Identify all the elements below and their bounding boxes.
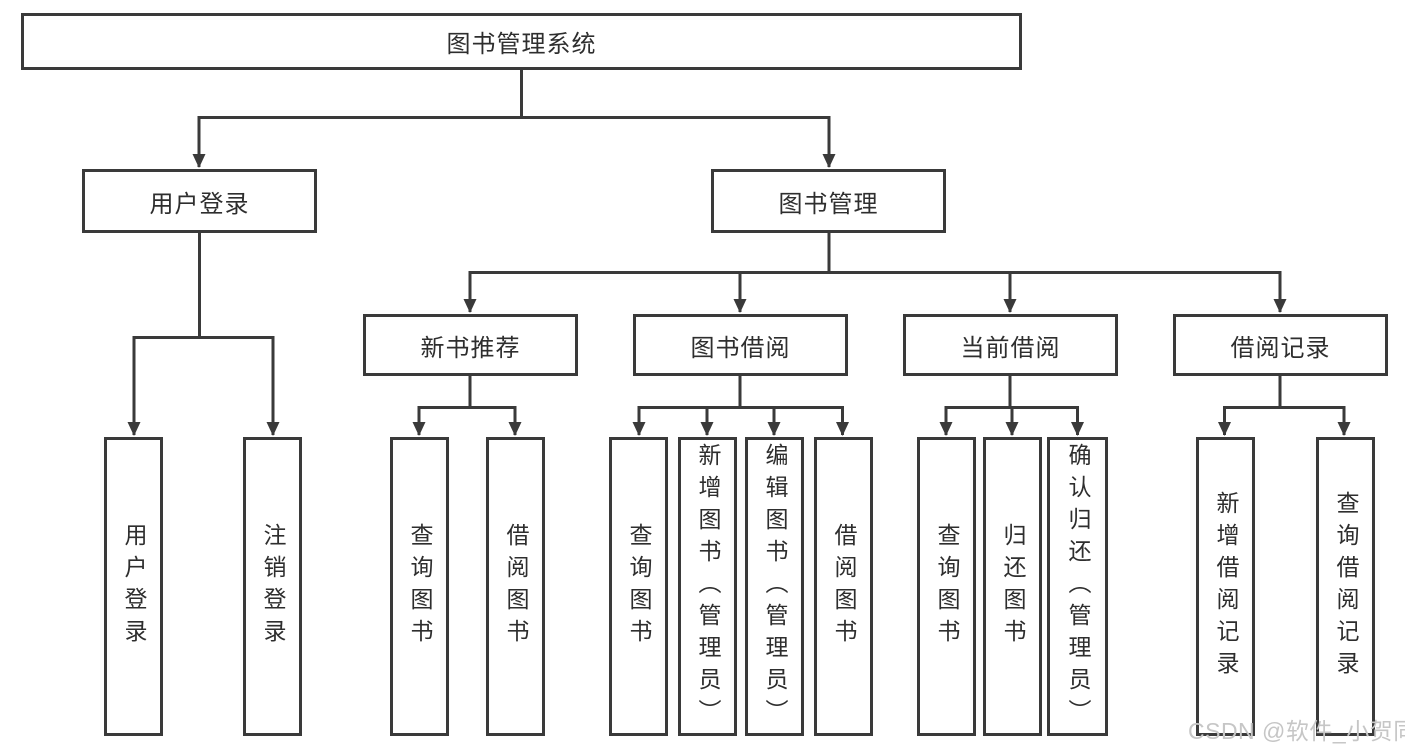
node-label: 用户登录: [149, 190, 250, 218]
node-label: 图书管理: [778, 190, 879, 218]
leaf-label: 新增借阅记录: [1213, 490, 1239, 683]
leaf-query-borrow-record: 查询借阅记录: [1316, 437, 1375, 736]
leaf-label: 注销登录: [260, 522, 286, 651]
node-root-system: 图书管理系统: [21, 13, 1022, 70]
leaf-query-books-recommend: 查询图书: [390, 437, 449, 736]
node-root-label: 图书管理系统: [446, 31, 597, 58]
leaf-edit-books-admin: 编辑图书（管理员）: [745, 437, 804, 736]
leaf-label: 确认归还（管理员）: [1065, 442, 1091, 731]
leaf-add-books-admin: 新增图书（管理员）: [678, 437, 737, 736]
node-book-management: 图书管理: [711, 169, 946, 233]
leaf-add-borrow-record: 新增借阅记录: [1196, 437, 1255, 736]
leaf-borrow-books-recommend: 借阅图书: [486, 437, 545, 736]
leaf-label: 借阅图书: [503, 522, 529, 651]
node-new-book-recommend: 新书推荐: [363, 314, 578, 376]
node-user-login: 用户登录: [82, 169, 317, 233]
leaf-confirm-return-admin: 确认归还（管理员）: [1047, 437, 1108, 736]
leaf-query-books-borrowing: 查询图书: [609, 437, 668, 736]
node-label: 借阅记录: [1230, 334, 1331, 362]
node-book-borrowing: 图书借阅: [633, 314, 848, 376]
leaf-label: 查询图书: [407, 522, 433, 651]
node-borrow-records: 借阅记录: [1173, 314, 1388, 376]
leaf-borrow-books-borrowing: 借阅图书: [814, 437, 873, 736]
leaf-label: 归还图书: [1000, 522, 1026, 651]
leaf-label: 借阅图书: [831, 522, 857, 651]
leaf-return-books: 归还图书: [983, 437, 1042, 736]
node-label: 新书推荐: [420, 334, 521, 362]
leaf-label: 编辑图书（管理员）: [762, 442, 788, 731]
node-label: 当前借阅: [960, 334, 1061, 362]
leaf-query-books-current: 查询图书: [917, 437, 976, 736]
leaf-label: 新增图书（管理员）: [695, 442, 721, 731]
leaf-label: 用户登录: [121, 522, 147, 651]
leaf-logout: 注销登录: [243, 437, 302, 736]
leaf-label: 查询图书: [934, 522, 960, 651]
node-current-borrowing: 当前借阅: [903, 314, 1118, 376]
leaf-user-login: 用户登录: [104, 437, 163, 736]
leaf-label: 查询借阅记录: [1333, 490, 1359, 683]
node-label: 图书借阅: [690, 334, 791, 362]
csdn-watermark: CSDN @软件_小贺同学: [1188, 718, 1405, 744]
leaf-label: 查询图书: [626, 522, 652, 651]
